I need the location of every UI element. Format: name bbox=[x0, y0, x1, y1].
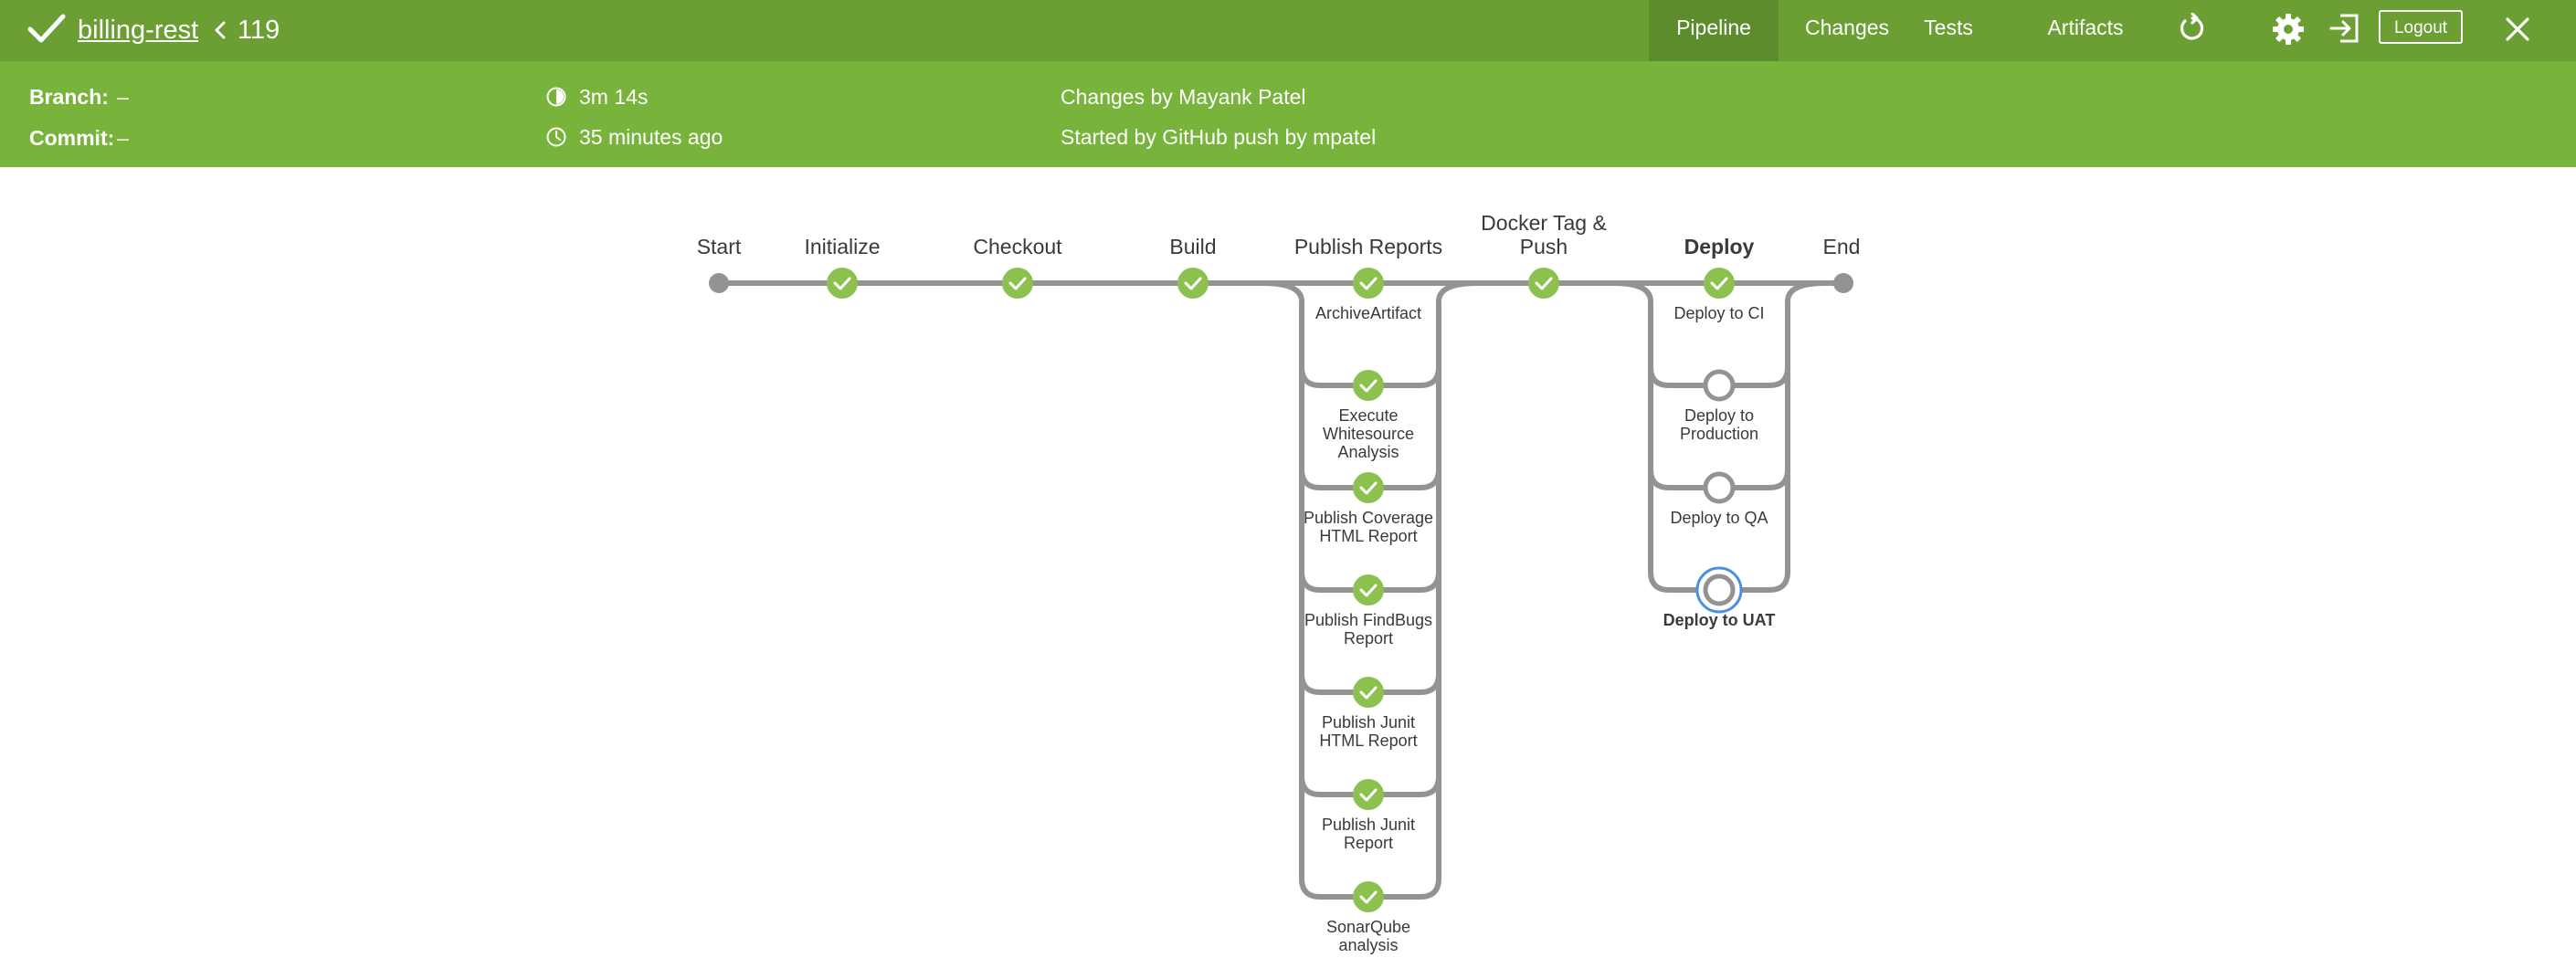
node-whitesource[interactable] bbox=[1351, 368, 1386, 403]
node-label-junit-html-l2: HTML Report bbox=[1319, 732, 1417, 750]
duration-value: 3m 14s bbox=[579, 85, 649, 109]
node-label-coverage-l2: HTML Report bbox=[1319, 527, 1417, 545]
stage-label-docker-tag-line1: Docker Tag & bbox=[1481, 211, 1607, 235]
node-label-deploy-ci: Deploy to CI bbox=[1673, 304, 1764, 322]
node-junit-html-report[interactable] bbox=[1351, 675, 1386, 710]
node-label-findbugs-l2: Report bbox=[1344, 629, 1393, 647]
stage-node-build[interactable] bbox=[1176, 266, 1210, 300]
stage-label-initialize: Initialize bbox=[804, 235, 880, 258]
end-node bbox=[1833, 273, 1853, 293]
stage-label-checkout: Checkout bbox=[973, 235, 1062, 258]
node-deploy-ci[interactable] bbox=[1702, 266, 1737, 300]
node-deploy-production[interactable] bbox=[1703, 369, 1736, 402]
node-label-whitesource-l2: Whitesource bbox=[1323, 425, 1414, 443]
node-label-junit-l2: Report bbox=[1344, 834, 1393, 852]
node-label-archiveartifact: ArchiveArtifact bbox=[1315, 304, 1421, 322]
exit-icon[interactable] bbox=[2328, 12, 2361, 45]
stage-label-docker-tag-line2: Push bbox=[1520, 235, 1568, 258]
node-deploy-uat[interactable] bbox=[1703, 574, 1736, 606]
run-info-bar: Branch: – Commit: – 3m 14s 35 minutes ag… bbox=[0, 61, 2576, 167]
gear-icon[interactable] bbox=[2271, 12, 2306, 47]
node-label-deploy-qa: Deploy to QA bbox=[1670, 509, 1768, 527]
branch-label: Branch: bbox=[29, 85, 109, 109]
check-icon bbox=[27, 14, 66, 43]
started-by: Started by GitHub push by mpatel bbox=[1061, 125, 1377, 149]
node-label-sonarqube-l2: analysis bbox=[1338, 936, 1398, 954]
node-label-whitesource-l3: Analysis bbox=[1337, 443, 1399, 461]
stage-label-deploy: Deploy bbox=[1684, 235, 1755, 258]
node-deploy-qa[interactable] bbox=[1703, 471, 1736, 504]
node-label-deploy-prod-l1: Deploy to bbox=[1684, 406, 1754, 425]
node-label-whitesource-l1: Execute bbox=[1338, 406, 1398, 425]
node-label-findbugs-l1: Publish FindBugs bbox=[1304, 611, 1432, 629]
logout-button[interactable]: Logout bbox=[2379, 10, 2463, 44]
stage-label-build: Build bbox=[1169, 235, 1216, 258]
tab-pipeline[interactable]: Pipeline bbox=[1649, 0, 1779, 61]
node-label-junit-l1: Publish Junit bbox=[1322, 816, 1415, 834]
start-node bbox=[709, 273, 729, 293]
started-time: 35 minutes ago bbox=[579, 125, 723, 149]
top-bar: billing-rest 119 Pipeline Changes Tests … bbox=[0, 0, 2576, 61]
rerun-icon[interactable] bbox=[2177, 13, 2208, 44]
node-label-deploy-prod-l2: Production bbox=[1680, 425, 1758, 443]
node-label-deploy-uat: Deploy to UAT bbox=[1663, 611, 1776, 629]
node-findbugs-report[interactable] bbox=[1351, 573, 1386, 607]
node-sonarqube[interactable] bbox=[1351, 879, 1386, 914]
clock-icon bbox=[546, 127, 566, 147]
stage-label-publish-reports: Publish Reports bbox=[1294, 235, 1442, 258]
pipeline-name-link[interactable]: billing-rest bbox=[78, 16, 199, 45]
changes-by: Changes by Mayank Patel bbox=[1061, 85, 1306, 109]
node-label-junit-html-l1: Publish Junit bbox=[1322, 713, 1415, 732]
close-icon[interactable] bbox=[2504, 16, 2531, 43]
tab-changes[interactable]: Changes bbox=[1804, 16, 1890, 39]
node-coverage-report[interactable] bbox=[1351, 470, 1386, 505]
commit-value: – bbox=[117, 126, 129, 150]
duration-icon bbox=[546, 87, 566, 107]
node-label-coverage-l1: Publish Coverage bbox=[1304, 509, 1433, 527]
run-number: 119 bbox=[238, 16, 280, 45]
stage-node-checkout[interactable] bbox=[1000, 266, 1035, 300]
stage-label-end: End bbox=[1823, 235, 1861, 258]
tab-tests[interactable]: Tests bbox=[1924, 16, 1973, 39]
stage-node-initialize[interactable] bbox=[825, 266, 860, 300]
stage-label-start: Start bbox=[697, 235, 742, 258]
commit-label: Commit: bbox=[29, 126, 115, 150]
pipeline-graph: Start Initialize Checkout Build Publish … bbox=[697, 211, 1861, 954]
node-label-sonarqube-l1: SonarQube bbox=[1326, 918, 1410, 936]
chevron-left-icon[interactable] bbox=[212, 17, 228, 43]
tab-artifacts[interactable]: Artifacts bbox=[2047, 16, 2124, 39]
node-junit-report[interactable] bbox=[1351, 777, 1386, 812]
node-archiveartifact[interactable] bbox=[1351, 266, 1386, 300]
stage-node-docker-tag-push[interactable] bbox=[1526, 266, 1561, 300]
branch-value: – bbox=[117, 85, 129, 109]
